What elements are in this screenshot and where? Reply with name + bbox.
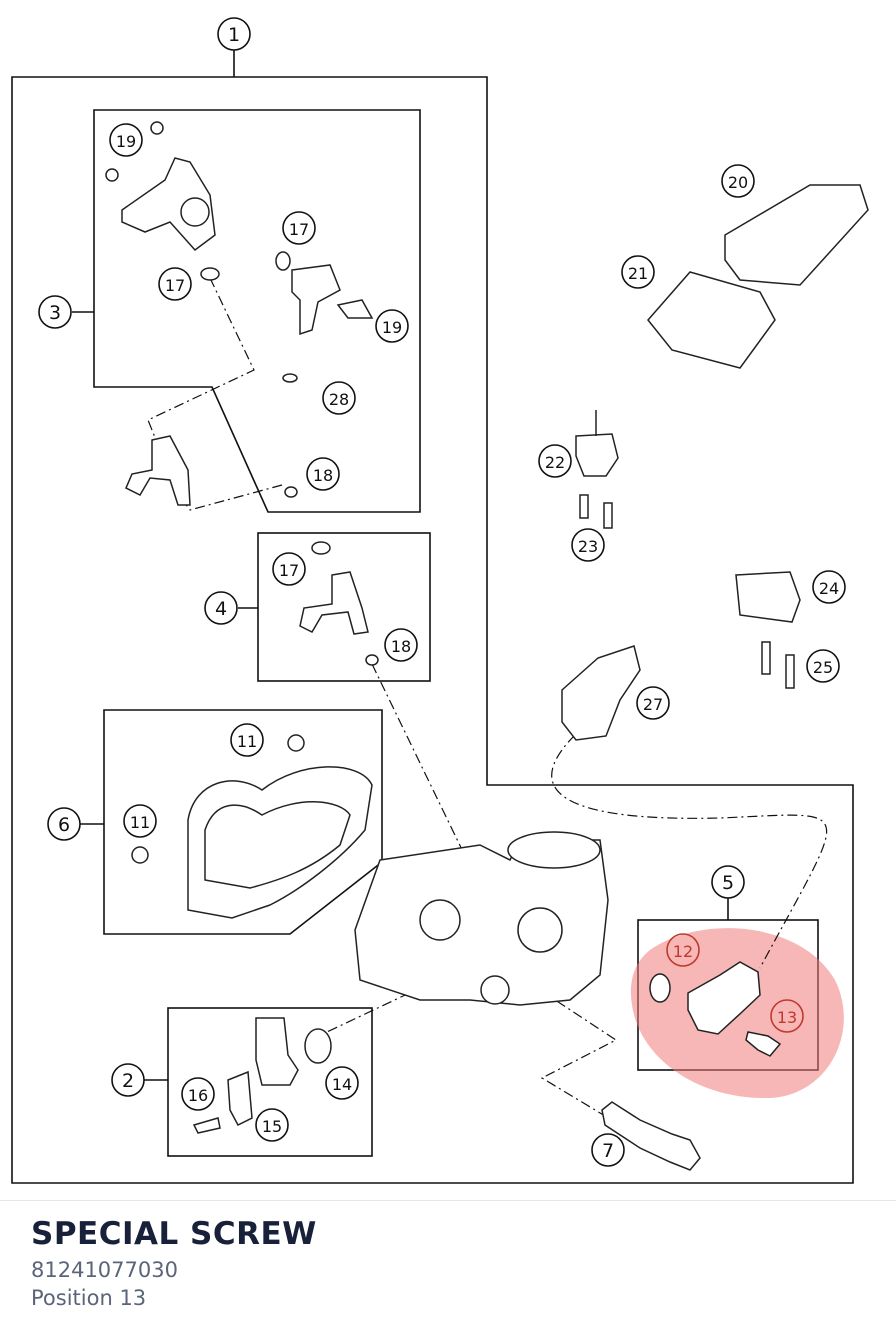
callout-19b: 19	[375, 309, 409, 343]
svg-text:25: 25	[813, 658, 833, 677]
callout-13: 13	[770, 999, 804, 1033]
svg-text:18: 18	[391, 637, 411, 656]
svg-text:16: 16	[188, 1086, 208, 1105]
svg-text:21: 21	[628, 264, 648, 283]
callout-2: 2	[111, 1063, 145, 1097]
callout-18b: 18	[384, 628, 418, 662]
callout-23: 23	[571, 528, 605, 562]
idle-valve-part	[601, 1101, 701, 1171]
svg-text:23: 23	[578, 537, 598, 556]
callout-3: 3	[38, 295, 72, 329]
svg-text:1: 1	[228, 24, 240, 46]
callout-17b: 17	[158, 267, 192, 301]
injector-part-a	[125, 435, 191, 506]
svg-text:20: 20	[728, 173, 748, 192]
svg-text:19: 19	[382, 318, 402, 337]
svg-text:12: 12	[673, 942, 693, 961]
callout-27: 27	[636, 686, 670, 720]
svg-text:19: 19	[116, 132, 136, 151]
callout-11a: 11	[230, 723, 264, 757]
callout-7: 7	[591, 1133, 625, 1167]
ecu-part-20	[724, 184, 869, 286]
callout-4: 4	[204, 591, 238, 625]
callout-5: 5	[711, 865, 745, 899]
svg-text:27: 27	[643, 695, 663, 714]
svg-text:13: 13	[777, 1008, 797, 1027]
svg-text:14: 14	[332, 1075, 352, 1094]
part-name: SPECIAL SCREW	[31, 1216, 317, 1252]
svg-text:2: 2	[122, 1070, 134, 1092]
ecu-part-21	[647, 271, 776, 369]
callout-19a: 19	[109, 123, 143, 157]
callout-1: 1	[217, 17, 251, 51]
callout-16: 16	[181, 1077, 215, 1111]
divider	[0, 1200, 896, 1201]
svg-text:11: 11	[237, 732, 257, 751]
svg-text:18: 18	[313, 466, 333, 485]
svg-text:15: 15	[262, 1117, 282, 1136]
svg-text:4: 4	[215, 598, 227, 620]
throttle-sensor-part	[255, 1017, 299, 1086]
callout-17c: 17	[272, 552, 306, 586]
svg-text:28: 28	[329, 390, 349, 409]
throttle-cover-part	[187, 766, 373, 919]
group-6-box	[103, 709, 383, 935]
sensor-part-12	[687, 961, 761, 1035]
part-position: Position 13	[31, 1286, 147, 1310]
callout-14: 14	[325, 1066, 359, 1100]
exploded-parts-diagram: 1 2 3 4 5 6 7 11 11 12 13 14 15 16 17 17…	[11, 17, 869, 1184]
svg-text:24: 24	[819, 579, 839, 598]
group-4-box	[257, 532, 431, 682]
callout-12: 12	[666, 933, 700, 967]
callouts: 1 2 3 4 5 6 7 11 11 12 13 14 15 16 17 17…	[38, 17, 846, 1167]
callout-28: 28	[322, 381, 356, 415]
svg-text:17: 17	[289, 220, 309, 239]
part-info-panel: SPECIAL SCREW 81241077030 Position 13	[31, 1212, 317, 1312]
svg-text:22: 22	[545, 453, 565, 472]
callout-17a: 17	[282, 211, 316, 245]
group-1-outline	[11, 50, 854, 1184]
svg-text:17: 17	[165, 276, 185, 295]
svg-text:11: 11	[130, 813, 150, 832]
callout-11b: 11	[123, 804, 157, 838]
svg-text:7: 7	[602, 1140, 614, 1162]
sensor-part-22	[575, 433, 619, 477]
fuel-pipe-part	[291, 264, 341, 336]
sensor-part-24	[735, 571, 801, 623]
svg-text:5: 5	[722, 872, 734, 894]
part-number: 81241077030	[31, 1258, 178, 1282]
callout-24: 24	[812, 570, 846, 604]
callout-18a: 18	[306, 457, 340, 491]
injector-holder-part	[121, 157, 216, 252]
callout-15: 15	[255, 1108, 289, 1142]
group-3-box	[93, 109, 421, 513]
svg-text:3: 3	[49, 302, 61, 324]
callout-21: 21	[621, 255, 655, 289]
injector-part-b	[299, 571, 369, 635]
group-2-box	[167, 1007, 373, 1157]
sensor-part-27	[561, 645, 641, 741]
callout-25: 25	[806, 649, 840, 683]
callout-22: 22	[538, 444, 572, 478]
svg-text:17: 17	[279, 561, 299, 580]
callout-20: 20	[721, 164, 755, 198]
callout-6: 6	[47, 807, 81, 841]
svg-text:6: 6	[58, 814, 70, 836]
